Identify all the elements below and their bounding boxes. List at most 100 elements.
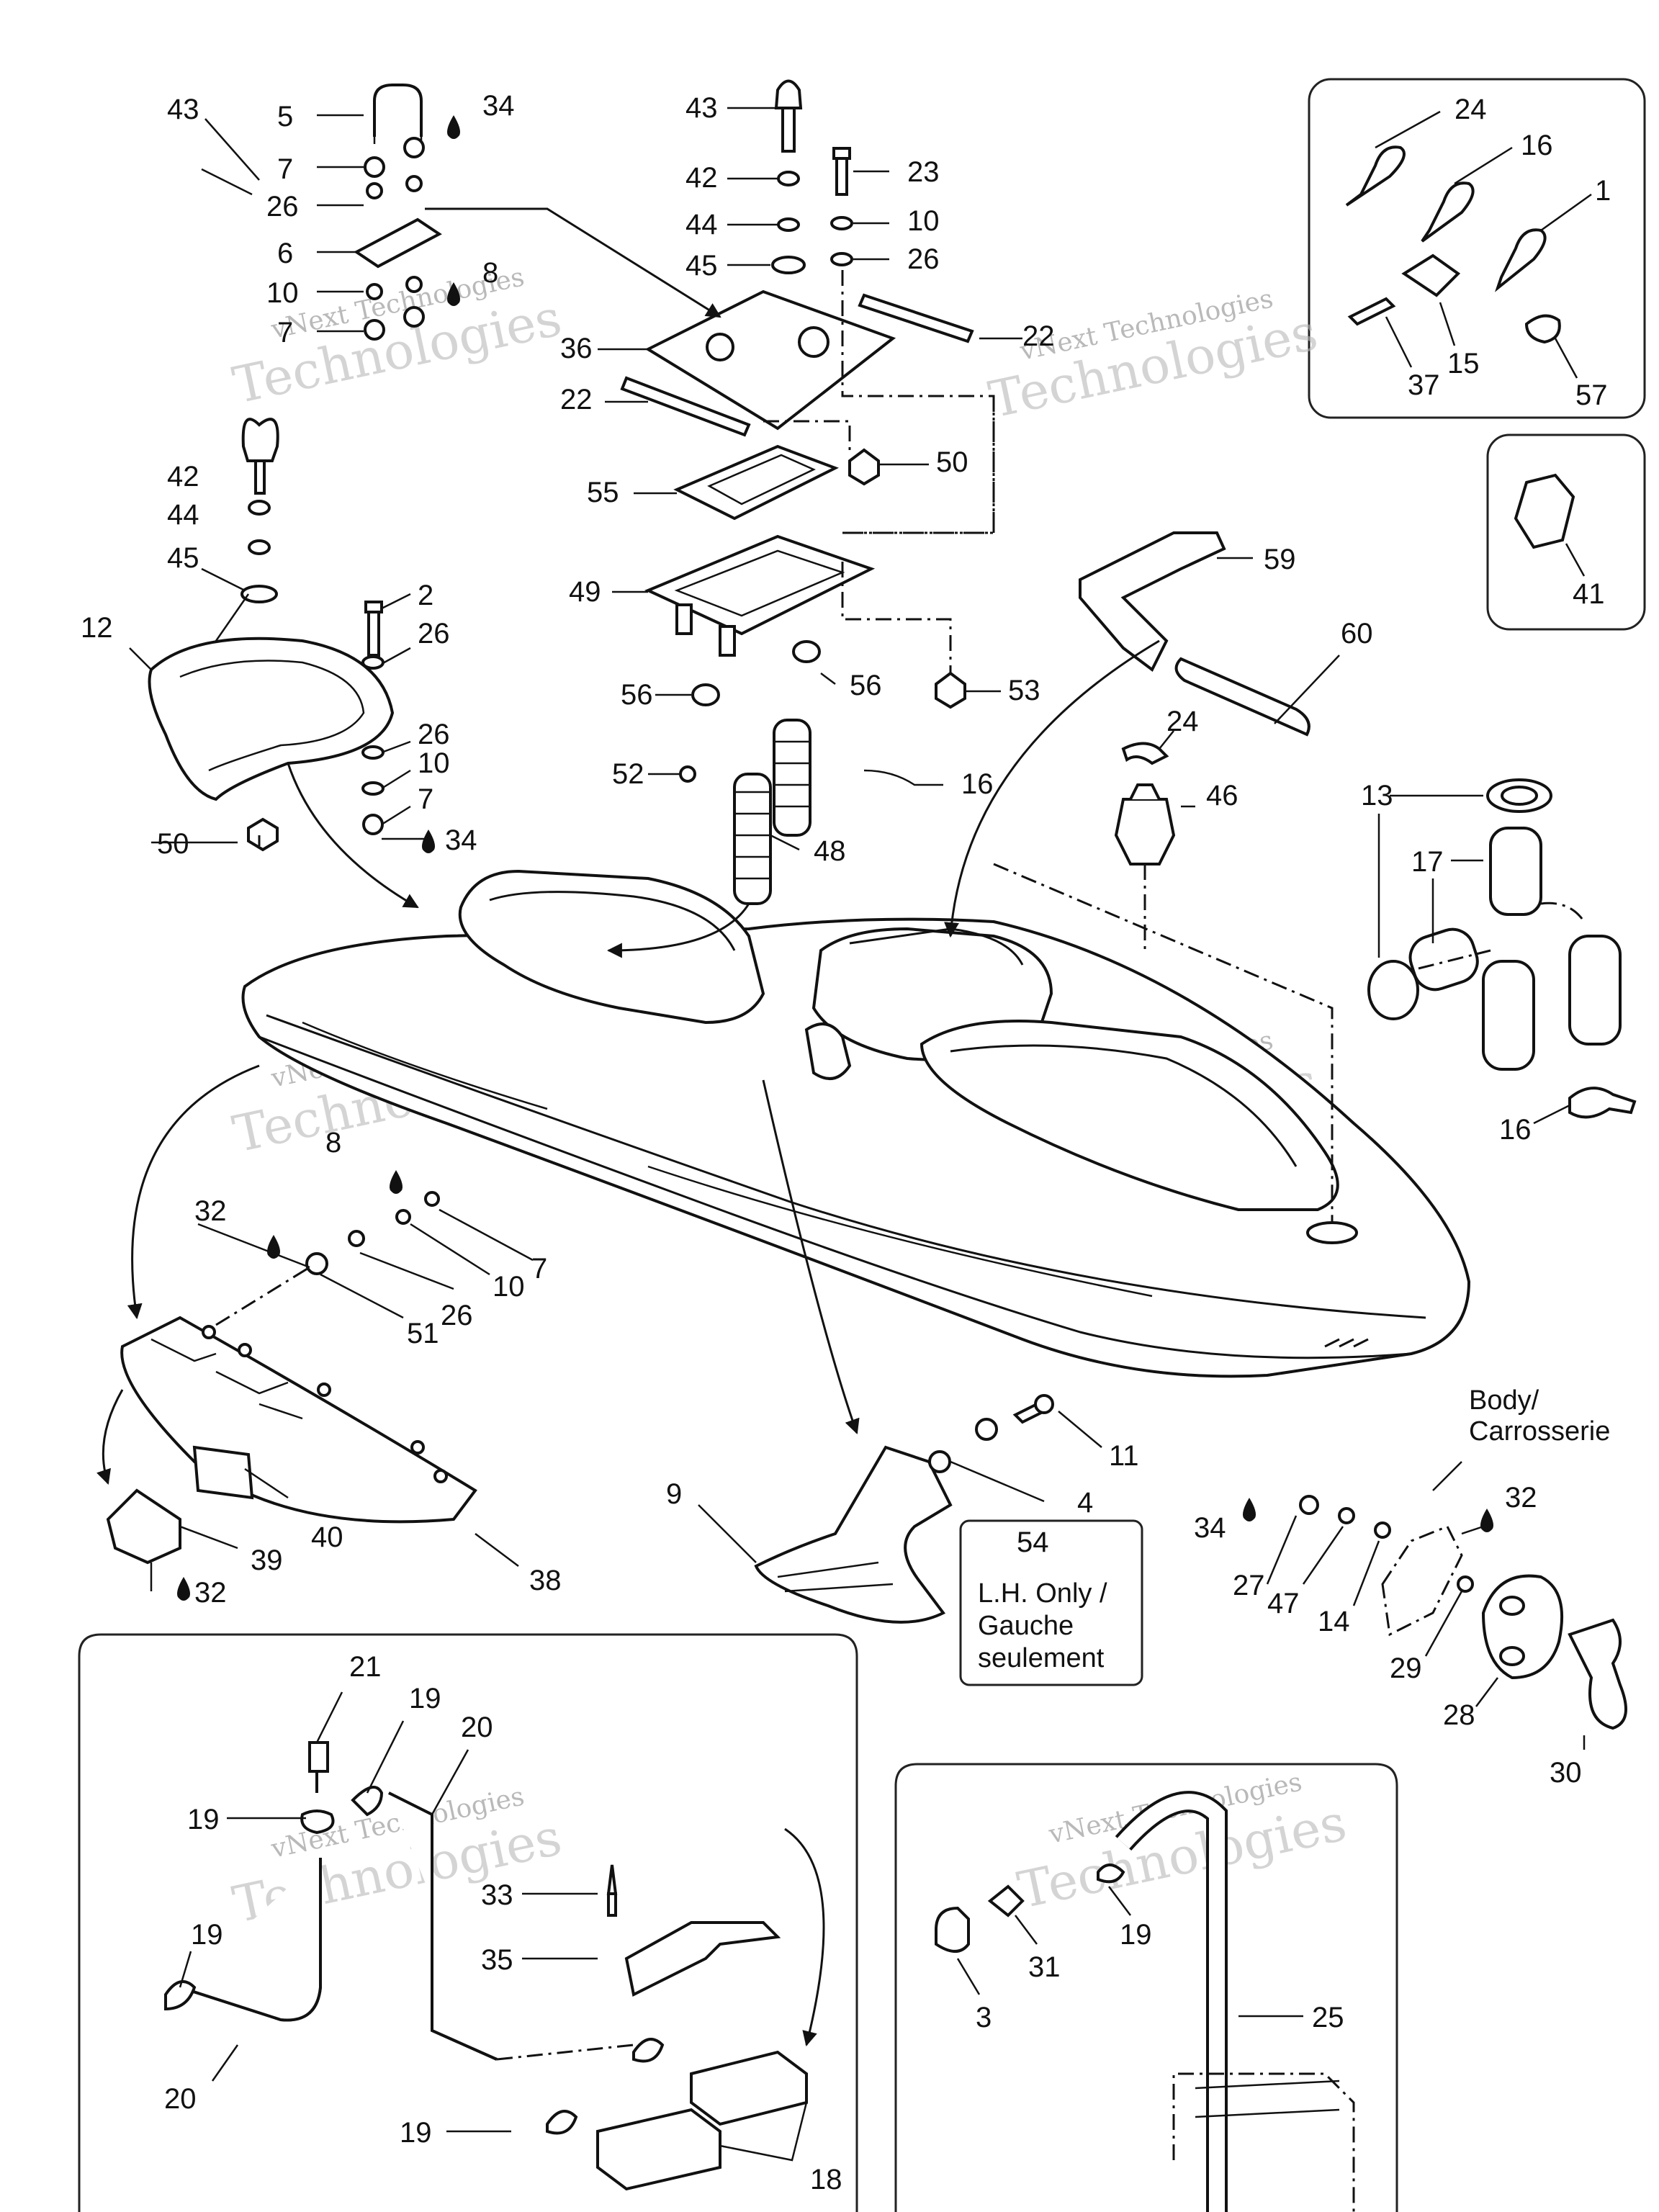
duct-assembly	[1367, 778, 1637, 1119]
part-label: 7	[418, 783, 433, 815]
fuel-vent-assembly	[164, 1741, 808, 2191]
lh-only-note-box	[959, 1519, 1143, 1686]
lh-only-note-line: Gauche	[978, 1611, 1074, 1641]
part-label: 29	[1390, 1653, 1422, 1684]
drop-icon	[1243, 1498, 1256, 1521]
fastener-kit-frame	[1308, 78, 1646, 419]
sealant-drops	[177, 115, 1493, 1601]
part-label: 17	[1411, 846, 1444, 878]
part-label: 51	[407, 1318, 439, 1349]
part-label: 19	[191, 1919, 223, 1951]
part-label: 21	[349, 1651, 382, 1683]
part-label: 28	[1443, 1699, 1475, 1731]
part-label: 46	[1206, 780, 1238, 811]
part-label: 47	[1267, 1588, 1300, 1619]
clip-kit-frame	[1486, 433, 1646, 631]
flow-arrows	[96, 207, 1160, 2047]
part-label: 24	[1166, 706, 1199, 737]
grab-bar-assembly	[1079, 531, 1310, 737]
part-label: 15	[1447, 348, 1480, 379]
battery-vent-assembly	[935, 1791, 1355, 2212]
part-label: 27	[1233, 1570, 1265, 1601]
part-label: 41	[1573, 578, 1605, 610]
part-label: 6	[277, 238, 293, 269]
vent-assembly	[1114, 742, 1176, 866]
part-label: 42	[167, 461, 199, 493]
part-label: 10	[418, 747, 450, 779]
part-label: 18	[810, 2164, 842, 2195]
part-label: 45	[685, 250, 718, 282]
part-label: 4	[1077, 1487, 1093, 1519]
mirror-assembly	[1299, 1495, 1627, 1730]
part-label: 7	[277, 317, 293, 349]
part-label: 56	[621, 679, 653, 711]
part-label: 32	[194, 1577, 227, 1609]
body-note-line: Carrosserie	[1469, 1416, 1610, 1447]
notes: L.H. Only / Gauche seulement Body/ Carro…	[978, 1385, 1610, 1673]
part-label: 19	[400, 2117, 432, 2149]
part-label: 26	[907, 243, 940, 275]
drop-icon	[177, 1577, 190, 1601]
part-label: 8	[482, 257, 498, 289]
part-label: 7	[277, 153, 293, 185]
side-scoop-assembly	[754, 1394, 1054, 1624]
part-label: 8	[325, 1127, 341, 1159]
part-label: 26	[418, 719, 450, 750]
part-label: 3	[976, 2002, 992, 2033]
part-label: 22	[1022, 320, 1055, 352]
part-label: 37	[1408, 369, 1440, 401]
part-label: 19	[187, 1804, 220, 1835]
part-label: 60	[1341, 618, 1373, 649]
part-label: 26	[418, 618, 450, 649]
watercraft-body	[241, 869, 1471, 1378]
lh-only-note-line: L.H. Only /	[978, 1578, 1107, 1609]
part-label: 10	[493, 1271, 525, 1303]
drop-icon	[267, 1235, 280, 1259]
fastener-kit	[1345, 145, 1575, 549]
drop-icon	[447, 115, 460, 139]
part-label: 14	[1318, 1606, 1350, 1637]
part-label: 34	[445, 824, 477, 856]
part-label: 48	[814, 835, 846, 867]
part-label: 34	[482, 90, 515, 122]
part-label: 26	[266, 191, 299, 222]
drop-icon	[390, 1170, 403, 1194]
part-label: 54	[1017, 1527, 1049, 1558]
part-label: 57	[1575, 379, 1608, 411]
part-label: 55	[587, 477, 619, 508]
part-label: 16	[1521, 130, 1553, 161]
part-label: 5	[277, 101, 293, 132]
part-label: 59	[1264, 544, 1296, 575]
part-label: 32	[1505, 1482, 1537, 1514]
part-label: 52	[612, 758, 644, 790]
part-label: 30	[1550, 1757, 1582, 1789]
part-label: 53	[1008, 675, 1040, 706]
part-label: 33	[481, 1879, 513, 1911]
part-label: 19	[409, 1683, 441, 1714]
part-label: 43	[685, 92, 718, 124]
part-label: 36	[560, 333, 593, 364]
part-label: 39	[251, 1545, 283, 1576]
drop-icon	[1480, 1509, 1493, 1532]
lh-only-note-line: seulement	[978, 1643, 1105, 1673]
part-label: 1	[1595, 175, 1611, 207]
part-labels: 5 34 7 26 6 8 10 7 43 42 44 45 23 10 26 …	[81, 90, 1611, 2195]
part-label: 50	[157, 828, 189, 860]
part-label: 35	[481, 1944, 513, 1976]
part-label: 50	[936, 446, 968, 478]
part-label: 20	[164, 2083, 197, 2115]
part-label: 32	[194, 1195, 227, 1227]
part-label: 22	[560, 384, 593, 415]
grab-handle-assembly	[148, 418, 395, 852]
part-label: 16	[1499, 1114, 1532, 1146]
part-label: 26	[441, 1300, 473, 1331]
part-label: 10	[907, 205, 940, 237]
part-label: 45	[167, 542, 199, 574]
part-label: 16	[961, 768, 994, 800]
part-label: 7	[531, 1253, 547, 1285]
part-label: 44	[167, 499, 199, 531]
ride-plate-assembly	[106, 1191, 477, 1565]
part-label: 20	[461, 1712, 493, 1743]
part-label: 34	[1194, 1512, 1226, 1544]
